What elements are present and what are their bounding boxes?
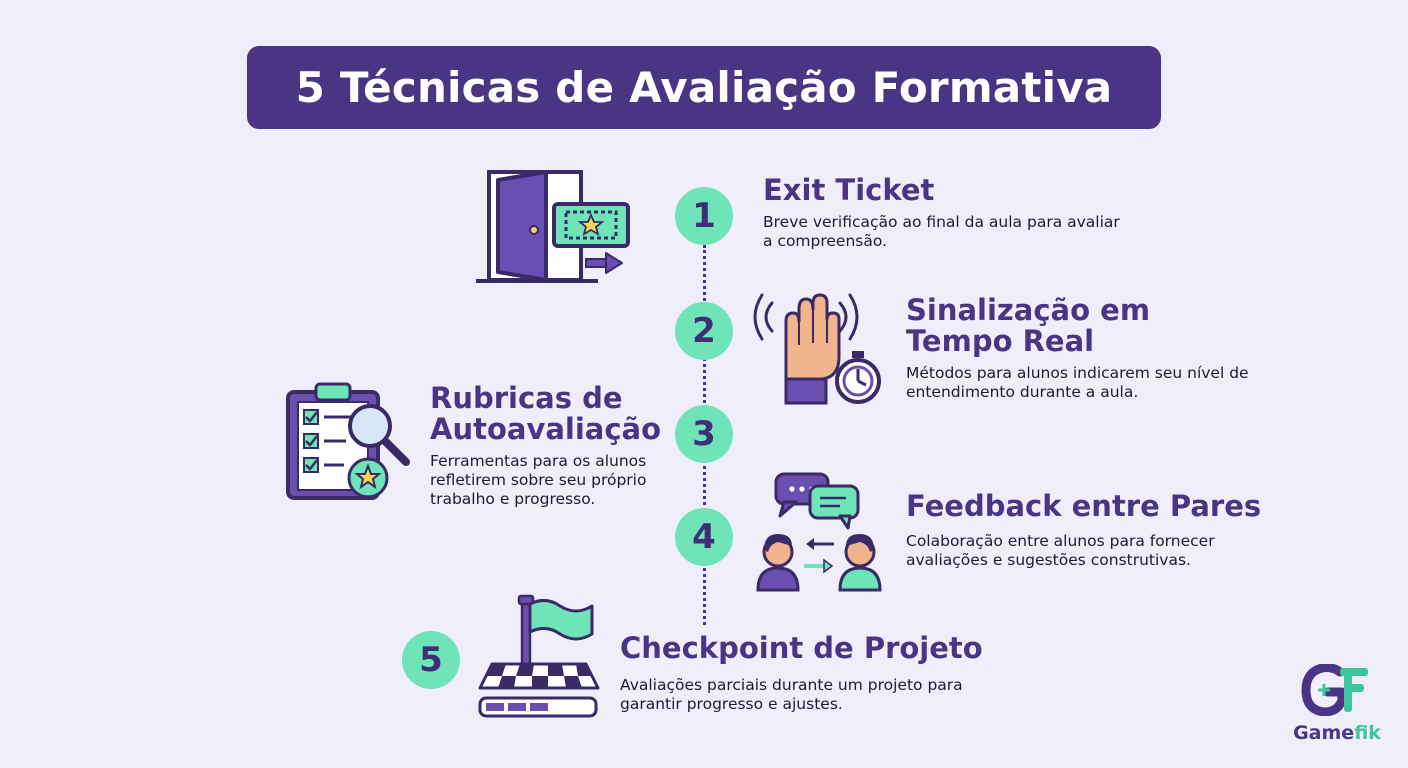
- step-description-2: Métodos para alunos indicarem seu nível …: [906, 364, 1249, 401]
- logo-name-main: Game: [1293, 722, 1355, 744]
- step-title-4: Feedback entre Pares: [906, 489, 1262, 523]
- gamefik-logo-mark: [1301, 664, 1368, 716]
- step-title-1: Exit Ticket: [763, 173, 935, 207]
- clipboard-checklist-magnifier-icon: [286, 382, 410, 500]
- step-description-3: Ferramentas para os alunos refletirem so…: [430, 452, 647, 508]
- step-title-3: Rubricas de Autoavaliação: [430, 381, 662, 446]
- step-number-1: 1: [675, 187, 733, 245]
- step-description-1: Breve verificação ao final da aula para …: [763, 213, 1120, 250]
- flag-checkpoint-icon: [478, 594, 600, 718]
- step-description-4: Colaboração entre alunos para fornecer a…: [906, 532, 1215, 569]
- logo-name-accent: fik: [1354, 722, 1381, 744]
- title-banner: 5 Técnicas de Avaliação Formativa: [247, 46, 1161, 129]
- step-number-2: 2: [675, 302, 733, 360]
- raised-hand-stopwatch-icon: [753, 293, 881, 405]
- step-description-5: Avaliações parciais durante um projeto p…: [620, 676, 963, 713]
- step-number-5: 5: [402, 631, 460, 689]
- door-ticket-icon: [476, 170, 630, 283]
- step-number-3: 3: [675, 405, 733, 463]
- logo-wordmark: Gamefik: [1282, 722, 1392, 744]
- step-title-5: Checkpoint de Projeto: [620, 631, 983, 665]
- step-title-2: Sinalização em Tempo Real: [906, 293, 1151, 358]
- step-number-4: 4: [675, 508, 733, 566]
- gamefik-logo: Gamefik: [1282, 664, 1392, 748]
- page-title: 5 Técnicas de Avaliação Formativa: [295, 63, 1113, 112]
- peer-chat-icon: [756, 472, 882, 592]
